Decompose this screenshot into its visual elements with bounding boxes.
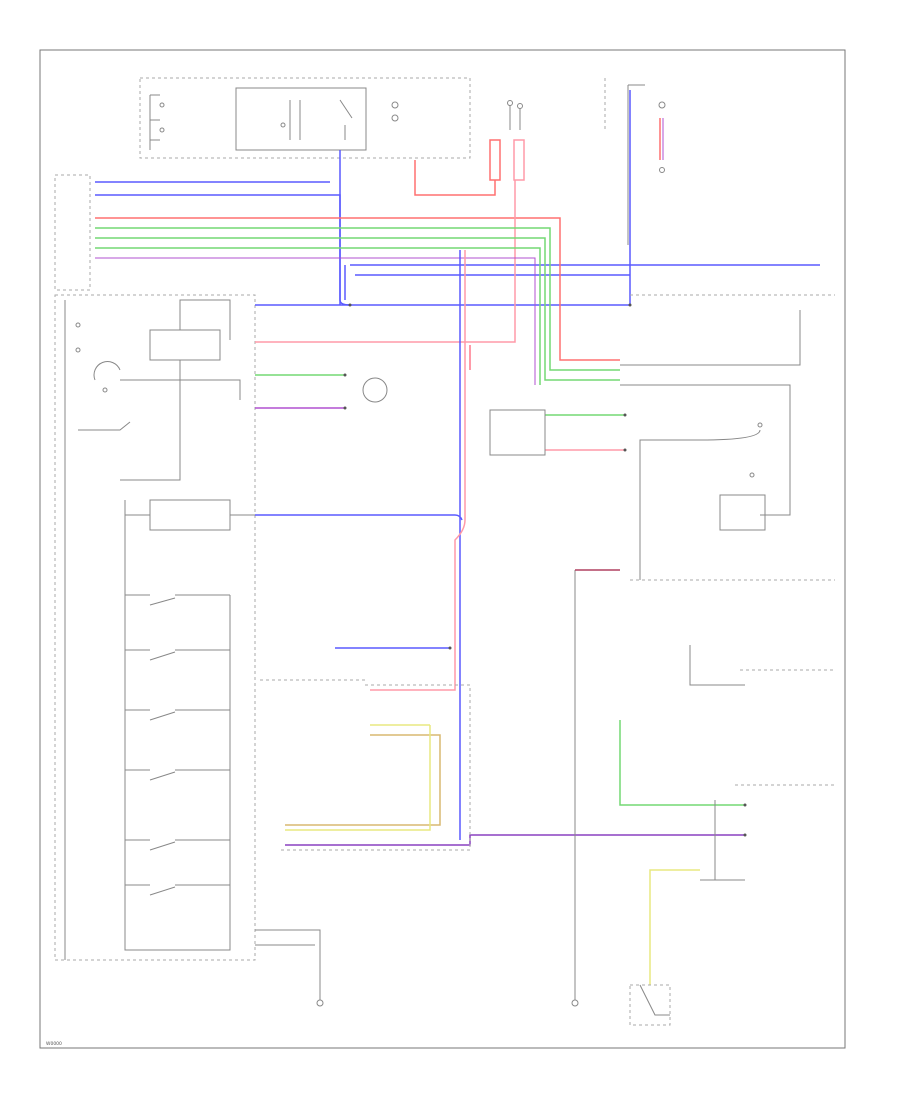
right-components — [255, 294, 835, 1026]
rear-door-lock-actuator — [489, 409, 546, 456]
footer-code: W0000 — [46, 1041, 62, 1047]
stop-light-switch — [604, 78, 666, 245]
door-switch-rl — [629, 984, 671, 1026]
front-door-lock-actuator — [362, 377, 388, 403]
keyless-control-unit — [54, 174, 256, 961]
door-switch-list — [124, 500, 255, 951]
ignition-switch — [489, 100, 525, 181]
connector-dots — [343, 303, 747, 837]
diagram-border — [39, 49, 846, 1049]
wire-harness — [95, 90, 820, 1000]
underhood-fuse-box — [139, 77, 471, 159]
